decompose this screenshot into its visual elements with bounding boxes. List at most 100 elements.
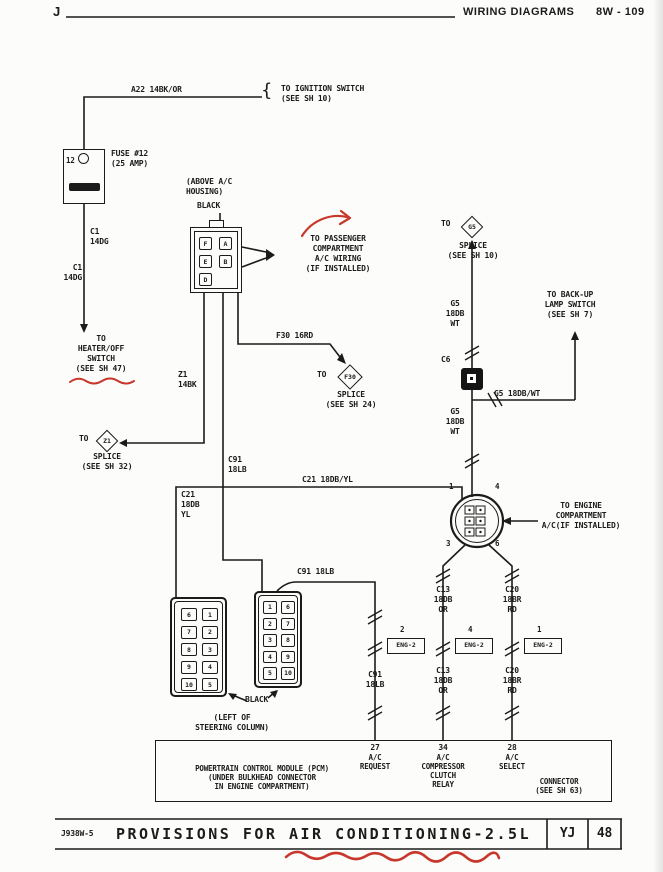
wire-label-c20-upper: C20 18BR RD — [502, 585, 522, 614]
fuse-terminal-icon — [78, 153, 89, 164]
splice-z1-id: Z1 — [103, 437, 111, 445]
model-code: YJ — [559, 826, 576, 841]
fuse-element-icon — [69, 183, 100, 191]
steering-connector-left-inner — [174, 601, 223, 693]
pcm-name: POWERTRAIN CONTROL MODULE (PCM) (UNDER B… — [195, 764, 329, 791]
diagram-title: PROVISIONS FOR AIR CONDITIONING-2.5L — [116, 825, 532, 843]
wire-label-c21-vertical: C21 18DB YL — [181, 490, 200, 519]
pin: 4 — [202, 660, 218, 674]
fuse-box-symbol — [63, 149, 105, 204]
pcm-pin-34-label: A/C COMPRESSOR CLUTCH RELAY — [421, 753, 465, 789]
wire-label-z1: Z1 14BK — [178, 370, 197, 389]
dest-heater-off-switch: TO HEATER/OFF SWITCH (SEE SH 47) — [75, 334, 127, 373]
wire-label-c13-upper: C13 18DB OR — [433, 585, 453, 614]
splice-g5-id: G5 — [468, 223, 476, 231]
wire-label-a22: A22 14BK/OR — [131, 85, 182, 94]
splice-z1-to: TO — [79, 434, 89, 443]
eng2-cavity-2: 4 — [468, 625, 473, 634]
pin: 9 — [181, 660, 197, 674]
pin-b: B — [219, 255, 232, 268]
eng2-cavity-1: 2 — [400, 625, 405, 634]
steering-connector-left — [170, 597, 227, 697]
c6-core — [470, 377, 473, 380]
pin: 2 — [263, 617, 277, 630]
wire-label-f30: F30 16RD — [276, 331, 313, 340]
pin-a: A — [219, 237, 232, 250]
pin: 7 — [181, 625, 197, 639]
pcm-pin-27-label: A/C REQUEST — [359, 753, 391, 771]
round-pin-1: 1 — [449, 482, 454, 491]
wire-label-c1-b: C1 14DG — [63, 263, 83, 282]
dest-engine-compartment: TO ENGINE COMPARTMENT A/C(IF INSTALLED) — [541, 501, 621, 530]
note-steering-column: (LEFT OF STEERING COLUMN) — [195, 713, 269, 732]
steering-connector-right-pins: 1 6 2 7 3 8 4 9 5 10 — [263, 601, 295, 680]
ac-housing-connector-pins: F A E B D — [199, 237, 232, 286]
dest-ignition-switch: TO IGNITION SWITCH (SEE SH 10) — [281, 84, 365, 103]
scan-edge-shadow — [653, 0, 663, 872]
pcm-pin-28-label: A/C SELECT — [499, 753, 525, 771]
pin: 6 — [181, 608, 197, 621]
pin-e: E — [199, 255, 212, 268]
ac-housing-connector — [190, 227, 242, 293]
arrowheads — [80, 240, 579, 700]
pin-f: F — [199, 237, 212, 250]
pin: 3 — [202, 643, 218, 656]
diagram-code: J938W-5 — [61, 829, 94, 838]
eng2-box-2: ENG-2 — [455, 638, 493, 654]
pcm-pin-27: 27 — [370, 743, 380, 752]
page-number: 8W - 109 — [596, 6, 645, 18]
splice-f30-to: TO — [317, 370, 327, 379]
pin: 5 — [263, 667, 277, 680]
steering-connector-right — [254, 591, 302, 688]
pin: 3 — [263, 634, 277, 647]
dest-backup-lamp-switch: TO BACK-UP LAMP SWITCH (SEE SH 7) — [544, 290, 596, 319]
wire-label-c91-lower: C91 18LB — [365, 670, 385, 689]
pin: 7 — [281, 617, 295, 630]
connector-c6-label: C6 — [441, 355, 451, 364]
eng2-box-1: ENG-2 — [387, 638, 425, 654]
pin: 4 — [263, 650, 277, 663]
wire-label-c13-lower: C13 18DB OR — [433, 666, 453, 695]
wire-label-g5-lower: G5 18DB WT — [445, 407, 465, 436]
note-black-top: BLACK — [197, 201, 221, 210]
wire-label-c91-mid: C91 18LB — [228, 455, 247, 474]
wire-label-c1-a: C1 14DG — [90, 227, 109, 246]
red-annotations — [69, 209, 501, 863]
wire-label-g5-upper: G5 18DB WT — [445, 299, 465, 328]
pcm-box — [155, 740, 612, 802]
splice-f30-note: SPLICE (SEE SH 24) — [325, 390, 377, 409]
pin: 8 — [181, 643, 197, 656]
splice-f30-id: F30 — [344, 373, 356, 381]
pcm-pin-34: 34 — [438, 743, 448, 752]
pin-d: D — [199, 273, 212, 286]
fuse-label: FUSE #12 (25 AMP) — [111, 149, 148, 168]
dest-passenger-compartment: TO PASSENGER COMPARTMENT A/C WIRING (IF … — [305, 234, 371, 273]
brace-icon: { — [261, 80, 273, 101]
round-pin-4: 4 — [495, 482, 500, 491]
wire-label-c91-top: C91 18LB — [297, 567, 334, 576]
page-title: WIRING DIAGRAMS — [463, 6, 575, 18]
note-black-bottom: BLACK — [245, 695, 269, 704]
pin: 10 — [281, 667, 295, 680]
ac-housing-connector-inner — [194, 231, 238, 289]
pin: 1 — [263, 601, 277, 614]
sheet-number: 48 — [596, 826, 613, 841]
pin: 2 — [202, 625, 218, 639]
pin: 1 — [202, 608, 218, 621]
splice-g5-to: TO — [441, 219, 451, 228]
splice-g5-note: SPLICE (SEE SH 10) — [447, 241, 499, 260]
round-pin-6: 6 — [495, 539, 500, 548]
round-connector-symbol — [449, 493, 505, 549]
pin-empty — [219, 273, 232, 286]
pin: 6 — [281, 601, 295, 614]
pin: 8 — [281, 634, 295, 647]
wire-label-c21-horizontal: C21 18DB/YL — [302, 475, 353, 484]
note-above-ac-housing: (ABOVE A/C HOUSING) — [186, 177, 233, 196]
pin: 10 — [181, 678, 197, 691]
steering-connector-right-inner — [258, 595, 298, 684]
wire-label-g5-branch: G5 18DB/WT — [494, 389, 541, 398]
pin: 9 — [281, 650, 295, 663]
steering-connector-left-pins: 6 1 7 2 8 3 9 4 10 5 — [181, 608, 218, 691]
eng2-box-3: ENG-2 — [524, 638, 562, 654]
